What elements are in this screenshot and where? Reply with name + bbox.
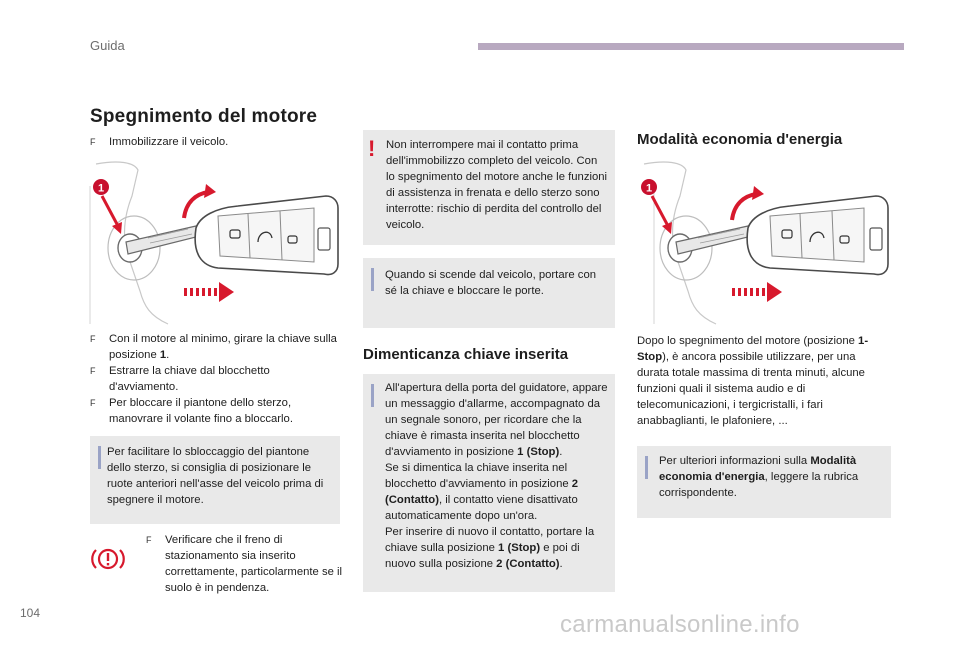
bullet-icon: F — [90, 137, 96, 147]
info-box-energy-economy: Per ulteriori informazioni sulla Modalit… — [637, 446, 891, 518]
step-turn-key: F Con il motore al minimo, girare la chi… — [90, 333, 337, 361]
info-box-take-key: Quando si scende dal veicolo, portare co… — [363, 258, 615, 328]
info-bar-icon — [645, 456, 648, 479]
energy-economy-figure: 1 — [636, 156, 890, 326]
running-header: Guida — [90, 38, 125, 53]
info-box-forgotten-key: All'apertura della porta del guidatore, … — [363, 374, 615, 592]
page-number: 104 — [20, 606, 41, 620]
header-bar — [478, 43, 904, 50]
figure-callout-1: 1 — [98, 183, 104, 195]
step-extract-key: F Estrarre la chiave dal blocchetto d'av… — [90, 365, 270, 393]
warning-box-ignition: ! Non interrompere mai il contatto prima… — [363, 130, 615, 245]
info-box-steering: Per facilitare lo sbloccaggio del pianto… — [90, 436, 340, 524]
info-bar-icon — [371, 384, 374, 407]
step-immobilize: F Immobilizzare il veicolo. — [90, 136, 229, 148]
info-bar-icon — [371, 268, 374, 291]
watermark: carmanualsonline.info — [560, 611, 800, 638]
bullet-icon: F — [146, 535, 152, 545]
bullet-icon: F — [90, 398, 96, 408]
info-bar-icon — [98, 446, 101, 469]
figure-callout-1: 1 — [646, 183, 652, 195]
energy-economy-text: Dopo lo spegnimento del motore (posizion… — [637, 335, 869, 427]
warning-icon: ! — [368, 136, 376, 161]
section-title-forgotten-key: Dimenticanza chiave inserita — [363, 346, 569, 363]
key-removal-figure: 1 — [88, 156, 340, 326]
page-title: Spegnimento del motore — [90, 106, 318, 127]
bullet-icon: F — [90, 366, 96, 376]
step-lock-steering: F Per bloccare il piantone dello sterzo,… — [90, 397, 293, 425]
brake-warning-icon — [91, 548, 125, 570]
bullet-icon: F — [90, 334, 96, 344]
warning-handbrake: F Verificare che il freno di stazionamen… — [90, 524, 342, 596]
procedure-steps: F Con il motore al minimo, girare la chi… — [90, 331, 342, 427]
section-title-energy-economy: Modalità economia d'energia — [637, 131, 843, 148]
